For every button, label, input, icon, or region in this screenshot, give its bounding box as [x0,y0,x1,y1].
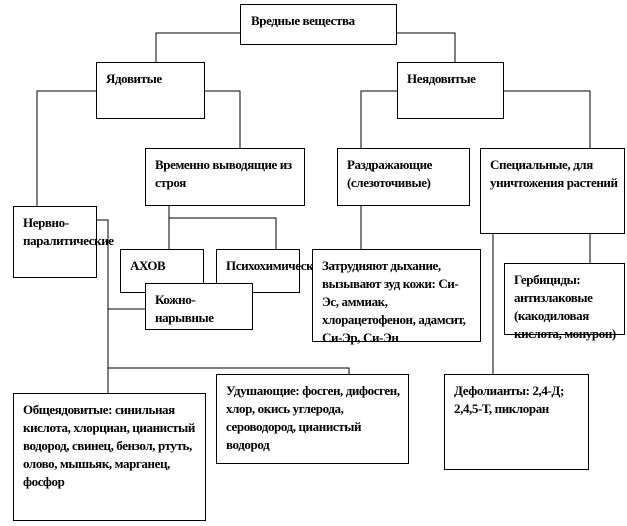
connector-root-poisonous [155,32,240,62]
node-defoliants: Дефолианты: 2,4-Д; 2,4,5-Т, пиклоран [444,374,589,470]
node-special: Специальные, для уничтожения растений [480,148,625,234]
connector-root-nonpoisonous [396,32,456,62]
connector-poisonous-temporary [205,90,241,148]
node-psychochemical: Психохимические [216,249,326,293]
node-non-poisonous: Неядовитые [397,62,504,119]
node-general-poisonous: Общеядовитые: синильная кислота, хлорциа… [13,393,206,521]
node-poisonous: Ядовитые [96,62,205,119]
connector-nonpoisonous-irritating [360,90,397,148]
connector-poisonous-nerve [36,90,96,206]
node-choking: Удушающие: фосген, дифосген, хлор, окись… [216,374,409,464]
connector-temporary-psycho [168,205,277,249]
node-harmful-substances: Вредные вещества [240,4,397,45]
node-herbicides: Гербициды: антизлаковые (какодиловая кис… [504,263,625,341]
node-nerve-paralytic: Нервно-паралитические [13,206,114,278]
connector-nonpoisonous-special [503,90,591,148]
node-skin-blistering: Кожно-нарывные [145,283,253,330]
node-irritating-description: Затрудняют дыхание, вызывают зуд кожи: С… [312,249,481,345]
connector-choking [108,367,350,374]
node-irritating: Раздражающие (слезоточивые) [337,148,470,206]
node-temporary-incapacitating: Временно выводящие из строя [145,148,305,206]
